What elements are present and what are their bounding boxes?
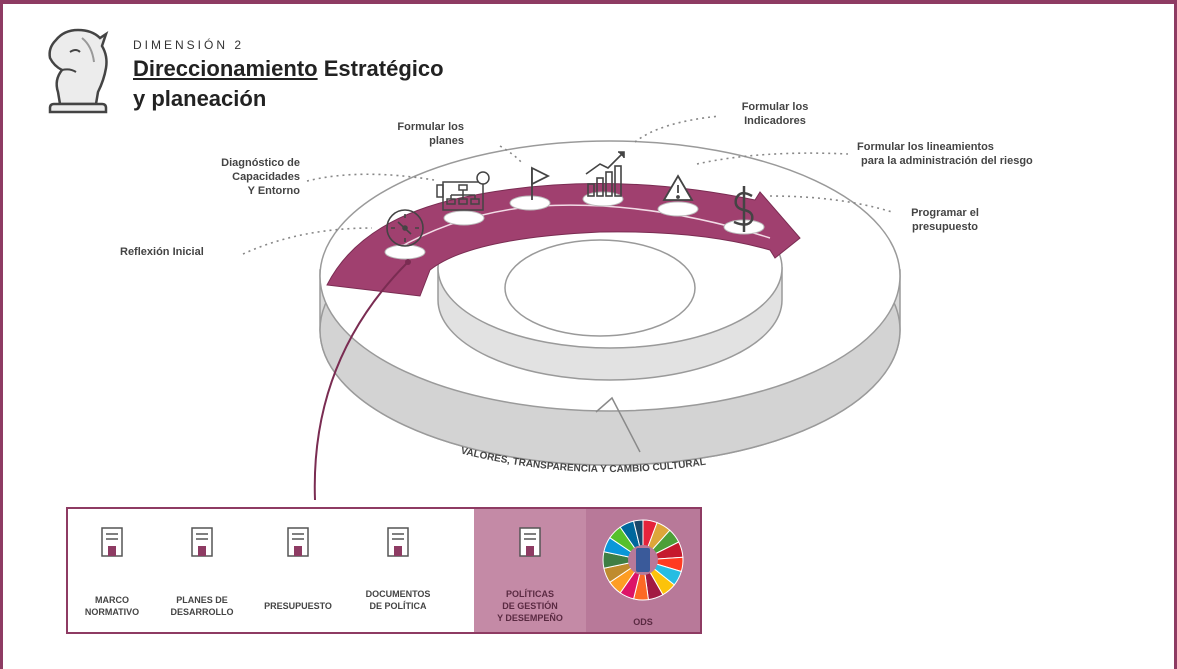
title-underlined: Direccionamiento bbox=[133, 56, 318, 81]
step-label-reflexion: Reflexión Inicial bbox=[120, 246, 204, 258]
sdg-wheel-icon bbox=[602, 519, 684, 601]
flag-icon bbox=[531, 166, 551, 200]
leader-lines bbox=[242, 115, 893, 255]
document-icon bbox=[101, 527, 123, 557]
ods-label: ODS bbox=[633, 617, 653, 627]
dimension-label: DIMENSIÓN 2 bbox=[133, 38, 245, 52]
warning-icon bbox=[662, 174, 694, 201]
page-subtitle: y planeación bbox=[133, 86, 267, 111]
chess-knight-icon bbox=[48, 28, 109, 114]
document-icon bbox=[191, 527, 213, 557]
compass-icon bbox=[386, 209, 424, 247]
panel-connector bbox=[313, 261, 409, 501]
document-icon bbox=[387, 527, 409, 557]
title-rest: Estratégico bbox=[317, 56, 444, 81]
panel-item-ods: ODS bbox=[586, 509, 700, 632]
growth-chart-icon bbox=[585, 151, 625, 197]
dollar-icon bbox=[733, 186, 754, 232]
page-title: Direccionamiento Estratégico bbox=[133, 56, 444, 82]
org-chart-icon bbox=[436, 171, 490, 211]
document-icon bbox=[287, 527, 309, 557]
document-icon bbox=[519, 527, 541, 557]
panel-item-presupuesto: PRESUPUESTO bbox=[248, 509, 348, 632]
inner-circle bbox=[504, 239, 696, 337]
